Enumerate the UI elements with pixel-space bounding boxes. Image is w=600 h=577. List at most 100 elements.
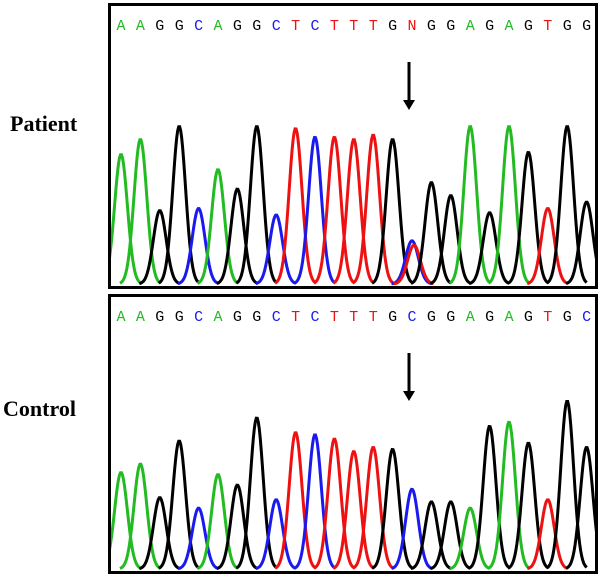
trace-peak-G: [235, 125, 278, 285]
trace-peak-T: [313, 437, 355, 570]
trace-peak-A: [448, 125, 491, 285]
trace-peak-A: [111, 471, 142, 570]
trace-peak-T: [274, 127, 317, 285]
trace-peak-G: [545, 400, 588, 570]
trace-peak-G: [429, 194, 471, 285]
trace-peak-A: [487, 420, 530, 570]
base-call-letter: G: [252, 309, 261, 326]
base-call-letter: T: [291, 18, 300, 35]
base-call-letter: G: [563, 309, 572, 326]
base-call-letter: C: [407, 309, 416, 326]
base-call-letter: G: [252, 18, 261, 35]
base-call-letter: A: [116, 18, 125, 35]
trace-peak-T: [274, 431, 317, 570]
base-call-letter: G: [524, 18, 533, 35]
trace-peak-T: [527, 207, 568, 285]
base-call-letter: N: [407, 18, 416, 35]
trace-peak-A: [119, 138, 161, 285]
trace-peak-A: [449, 506, 491, 571]
base-call-letter: G: [427, 309, 436, 326]
trace-peak-C: [293, 135, 336, 285]
base-call-letter: A: [466, 309, 475, 326]
trace-peak-G: [565, 446, 595, 570]
trace-peak-C: [391, 487, 433, 570]
base-call-letter: A: [136, 309, 145, 326]
trace-peak-G: [565, 200, 595, 285]
variant-arrow-head: [403, 391, 415, 401]
base-call-letter: G: [233, 18, 242, 35]
base-call-letter: G: [563, 18, 572, 35]
patient-label: Patient: [10, 111, 78, 136]
trace-peak-G: [138, 209, 180, 286]
trace-peak-C: [255, 213, 297, 286]
base-call-letter: T: [330, 18, 339, 35]
base-call-letter: G: [388, 309, 397, 326]
base-call-letter: A: [504, 309, 513, 326]
base-call-letter: G: [582, 18, 591, 35]
trace-peak-A: [196, 168, 239, 285]
trace-peak-G: [429, 500, 471, 571]
base-call-letter: T: [543, 309, 552, 326]
trace-peak-G: [371, 447, 413, 570]
variant-arrow-head: [403, 100, 415, 110]
base-call-letter: G: [175, 18, 184, 35]
trace-peak-G: [157, 125, 200, 285]
trace-peak-G: [545, 125, 588, 285]
trace-peak-T: [352, 446, 394, 570]
trace-peak-G: [410, 181, 452, 285]
trace-peak-A: [119, 462, 161, 570]
base-call-letter: C: [194, 309, 203, 326]
base-call-letter: G: [427, 18, 436, 35]
base-call-letter: T: [369, 309, 378, 326]
base-call-letter: T: [543, 18, 552, 35]
trace-peak-C: [255, 498, 297, 571]
trace-peak-A: [111, 153, 142, 284]
trace-peak-G: [507, 150, 549, 285]
base-call-letter: A: [213, 18, 222, 35]
trace-peak-T: [351, 133, 394, 285]
base-call-letter: C: [194, 18, 203, 35]
trace-peak-G: [235, 416, 278, 570]
base-call-letter: A: [504, 18, 513, 35]
base-call-letter: G: [524, 309, 533, 326]
base-call-letter: C: [582, 309, 591, 326]
trace-peak-G: [468, 424, 511, 570]
base-call-letter: G: [446, 309, 455, 326]
base-call-letter: G: [175, 309, 184, 326]
trace-peak-T: [526, 498, 568, 571]
trace-peak-G: [507, 441, 549, 570]
base-call-letter: C: [272, 18, 281, 35]
trace-peak-G: [158, 439, 200, 570]
trace-peak-G: [216, 187, 258, 285]
trace-peak-C: [177, 506, 219, 571]
trace-peak-G: [468, 211, 510, 286]
trace-peak-C: [293, 433, 336, 570]
base-call-letter: T: [369, 18, 378, 35]
base-call-letter: G: [155, 309, 164, 326]
trace-peak-G: [138, 496, 180, 571]
trace-peak-G: [216, 483, 258, 570]
base-call-letter: T: [291, 309, 300, 326]
base-call-letter: T: [349, 309, 358, 326]
trace-peak-C: [177, 207, 219, 285]
trace-peak-T: [332, 138, 375, 285]
base-call-letter: C: [310, 18, 319, 35]
trace-peak-G: [410, 500, 452, 571]
base-call-letter: G: [155, 18, 164, 35]
base-call-letter: A: [213, 309, 222, 326]
control-label: Control: [3, 396, 76, 421]
trace-peak-T: [393, 243, 434, 286]
trace-peak-A: [197, 473, 239, 570]
base-call-letter: G: [233, 309, 242, 326]
base-call-letter: G: [388, 18, 397, 35]
base-call-letter: C: [272, 309, 281, 326]
trace-peak-A: [487, 125, 530, 285]
trace-peak-T: [313, 135, 355, 285]
base-call-letter: G: [485, 309, 494, 326]
base-call-letter: C: [310, 309, 319, 326]
base-call-letter: G: [446, 18, 455, 35]
